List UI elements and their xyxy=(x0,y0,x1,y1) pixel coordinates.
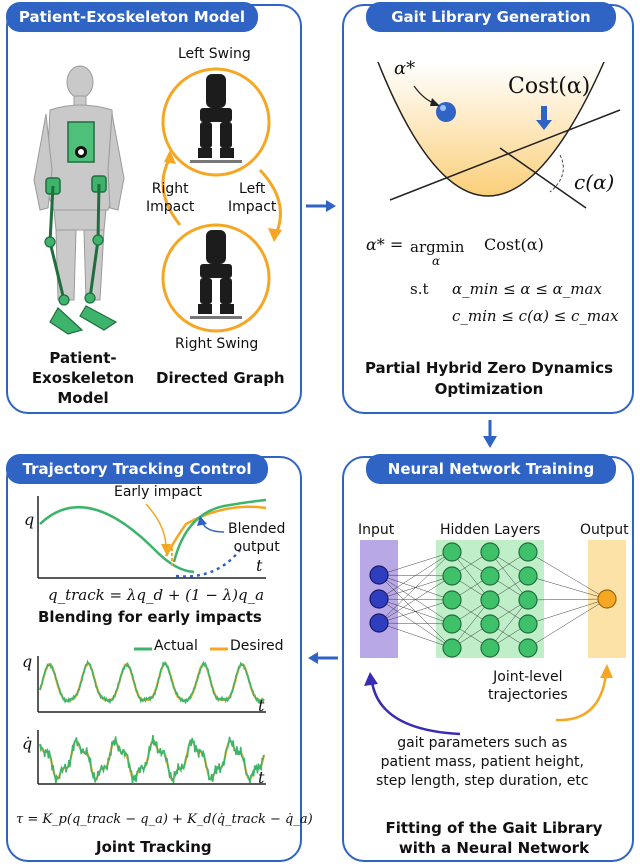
human-exoskeleton-figure xyxy=(33,65,125,335)
eq-constraint-bounds: c_min ≤ c(α) ≤ c_max xyxy=(452,307,619,325)
axis-qdot-track: q̇ xyxy=(22,734,33,753)
panel-neural-network-training xyxy=(342,456,634,862)
label-output: Output xyxy=(580,522,629,538)
legend-desired-label: Desired xyxy=(230,638,284,654)
nn-annotation-arrows xyxy=(364,664,613,736)
caption-directed-graph: Directed Graph xyxy=(156,369,285,387)
cost-landscape xyxy=(377,61,621,209)
neural-network-diagram xyxy=(360,540,626,658)
label-joint-level-trajectories: Joint-level trajectories xyxy=(488,669,568,703)
legend-actual-label: Actual xyxy=(154,638,198,654)
joint-position-tracking-plot xyxy=(37,656,266,713)
arrow-library-to-nn xyxy=(483,420,497,448)
axis-t-vel: t xyxy=(258,768,265,787)
axis-q-track: q xyxy=(22,652,33,671)
eq-torque: τ = K_p(q_track − q_a) + K_d(q̇_track − … xyxy=(16,812,313,827)
eq-argmin-sub: α xyxy=(432,254,441,268)
label-blended-output: Blended output xyxy=(228,521,286,555)
arrow-model-to-library xyxy=(306,200,336,212)
graph-transition-arrows xyxy=(161,150,282,242)
label-hidden-layers: Hidden Layers xyxy=(440,522,541,538)
legend-desired-line xyxy=(210,647,228,651)
label-right-impact: Right Impact xyxy=(146,181,195,215)
eq-argmin-rhs: Cost(α) xyxy=(484,235,544,254)
panel-title-tracking: Trajectory Tracking Control xyxy=(6,454,268,484)
label-cost: Cost(α) xyxy=(508,74,591,99)
label-early-impact: Early impact xyxy=(114,484,202,500)
label-right-swing: Right Swing xyxy=(175,336,259,352)
panel-title-model: Patient-Exoskeleton Model xyxy=(6,2,258,32)
eq-st: s.t xyxy=(410,280,429,298)
eq-alpha-bounds: α_min ≤ α ≤ α_max xyxy=(452,280,602,298)
legend-actual-line xyxy=(134,647,152,651)
label-left-swing: Left Swing xyxy=(178,46,251,62)
arrow-nn-to-tracking xyxy=(308,652,338,664)
axis-t-track: t xyxy=(258,696,265,715)
panel-title-gait-library: Gait Library Generation xyxy=(366,2,616,32)
caption-blending: Blending for early impacts xyxy=(38,608,262,626)
caption-joint-tracking: Joint Tracking xyxy=(96,838,212,856)
eq-argmin-op: argmin xyxy=(410,238,465,256)
label-constraint: c(α) xyxy=(574,170,615,194)
label-alpha-star: α* xyxy=(394,58,416,79)
q-actual-series xyxy=(39,659,265,705)
blending-plot xyxy=(37,496,267,579)
axis-t-blend: t xyxy=(256,556,263,575)
joint-velocity-tracking-plot xyxy=(37,730,266,785)
label-left-impact: Left Impact xyxy=(228,181,277,215)
caption-nn-fitting: Fitting of the Gait Library with a Neura… xyxy=(385,819,603,857)
label-input: Input xyxy=(358,522,395,538)
axis-q-blend: q xyxy=(24,510,35,529)
label-gait-parameters: gait parameters such as patient mass, pa… xyxy=(376,735,589,789)
caption-phzd-optimization: Partial Hybrid Zero Dynamics Optimizatio… xyxy=(364,359,614,398)
panel-title-nn: Neural Network Training xyxy=(366,454,616,484)
left-swing-node xyxy=(161,67,271,177)
caption-patient-exoskeleton-model: Patient- Exoskeleton Model xyxy=(31,349,135,407)
eq-argmin-lhs: α* = xyxy=(366,235,404,254)
qdot-actual-series xyxy=(39,734,265,784)
eq-blend: q_track = λq_d + (1 − λ)q_a xyxy=(48,586,265,604)
right-swing-node xyxy=(161,223,271,333)
